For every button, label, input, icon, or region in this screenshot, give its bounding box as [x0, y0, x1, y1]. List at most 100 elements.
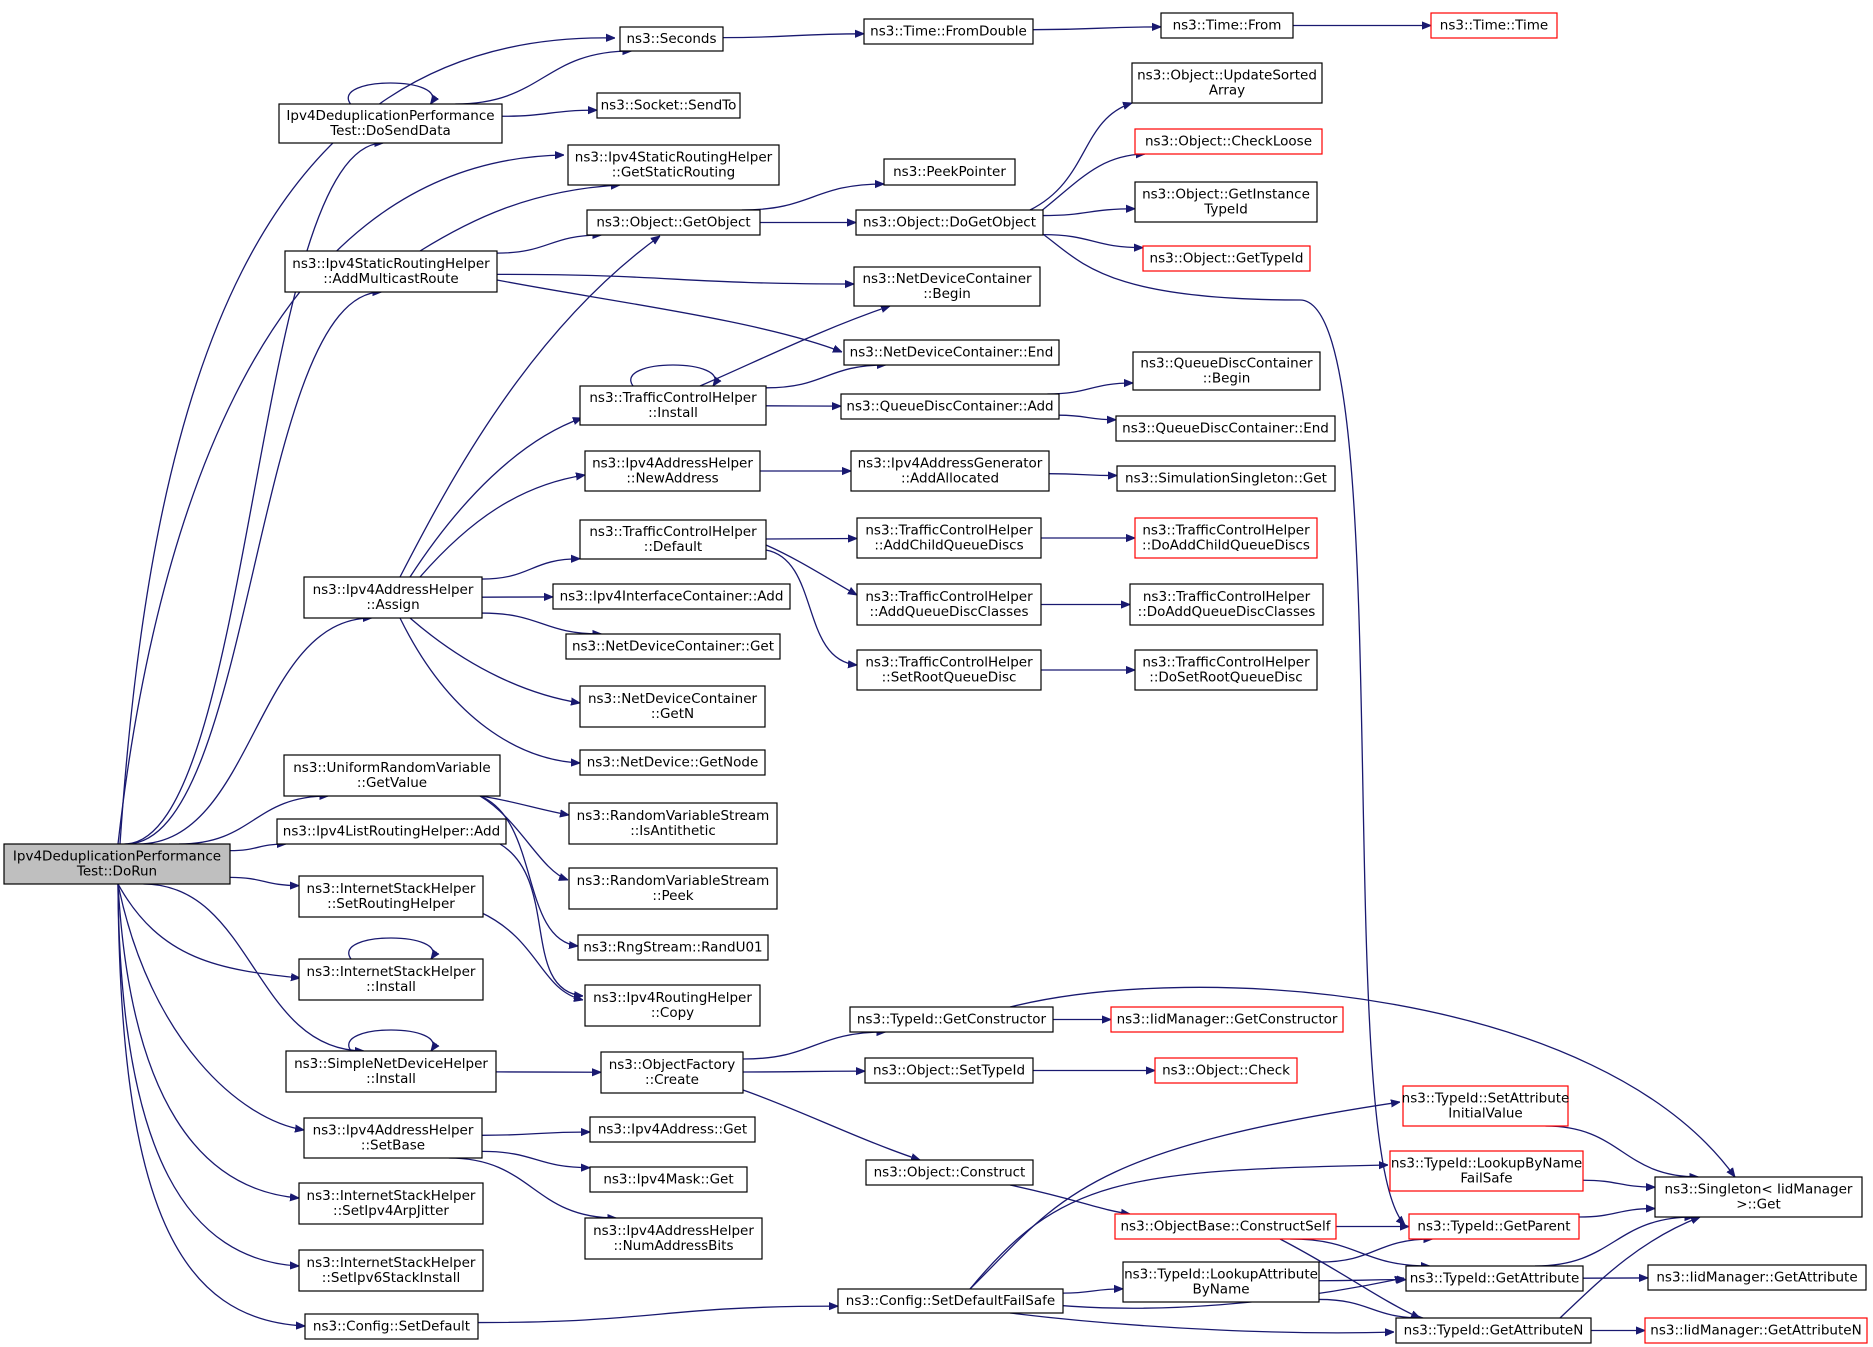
- node-addchildqd[interactable]: ns3::TrafficControlHelper::AddChildQueue…: [856, 517, 1042, 559]
- node-getstaticrouting[interactable]: ns3::Ipv4StaticRoutingHelper::GetStaticR…: [567, 144, 780, 186]
- node-randu01[interactable]: ns3::RngStream::RandU01: [577, 934, 769, 961]
- node-ndcgetn[interactable]: ns3::NetDeviceContainer::GetN: [579, 685, 766, 728]
- node-setbase[interactable]: ns3::Ipv4AddressHelper::SetBase: [303, 1117, 483, 1159]
- edge-dorun-to-urvgetvalue: [179, 796, 328, 845]
- node-qdcend[interactable]: ns3::QueueDiscContainer::End: [1115, 415, 1336, 442]
- node-setipv6[interactable]: ns3::InternetStackHelper::SetIpv6StackIn…: [298, 1249, 484, 1292]
- node-label: FailSafe: [1460, 1171, 1512, 1187]
- node-label: Array: [1209, 83, 1245, 99]
- node-routingcopy[interactable]: ns3::Ipv4RoutingHelper::Copy: [584, 984, 761, 1027]
- node-ndgetnode[interactable]: ns3::NetDevice::GetNode: [579, 749, 766, 776]
- node-setdefaultfailsafe[interactable]: ns3::Config::SetDefaultFailSafe: [837, 1288, 1064, 1314]
- node-box: [303, 576, 483, 619]
- node-rvspeek[interactable]: ns3::RandomVariableStream::Peek: [568, 867, 778, 910]
- node-setarpjitter[interactable]: ns3::InternetStackHelper::SetIpv4ArpJitt…: [298, 1182, 484, 1225]
- node-getparent[interactable]: ns3::TypeId::GetParent: [1408, 1213, 1580, 1240]
- edge-getconstructor-to-singletonget: [1009, 986, 1735, 1177]
- node-label: ::Install: [648, 405, 698, 421]
- node-label: ::Copy: [651, 1005, 694, 1021]
- edge-constructself-to-getattributen: [1279, 1238, 1420, 1319]
- node-tchdefault[interactable]: ns3::TrafficControlHelper::Default: [579, 519, 767, 560]
- node-ipv4maskget[interactable]: ns3::Ipv4Mask::Get: [589, 1166, 748, 1193]
- node-label: ::GetN: [651, 706, 694, 722]
- edge-lookupattr-to-getparent: [1318, 1239, 1433, 1263]
- node-label: ns3::InternetStackHelper: [307, 1255, 476, 1271]
- node-objconstruct[interactable]: ns3::Object::Construct: [865, 1159, 1034, 1186]
- node-setroutinghelper[interactable]: ns3::InternetStackHelper::SetRoutingHelp…: [298, 875, 484, 918]
- node-numaddrbits[interactable]: ns3::Ipv4AddressHelper::NumAddressBits: [584, 1217, 763, 1260]
- node-label: ns3::NetDevice::GetNode: [587, 755, 759, 771]
- node-getattribute[interactable]: ns3::TypeId::GetAttribute: [1405, 1265, 1584, 1292]
- node-box: [849, 1006, 1054, 1033]
- node-box: [567, 144, 780, 186]
- node-tchinstall[interactable]: ns3::TrafficControlHelper::Install: [579, 385, 767, 426]
- node-objcheck[interactable]: ns3::Object::Check: [1154, 1057, 1298, 1084]
- node-checkloose[interactable]: ns3::Object::CheckLoose: [1134, 128, 1323, 155]
- node-ofcreate[interactable]: ns3::ObjectFactory::Create: [600, 1051, 744, 1094]
- node-assign[interactable]: ns3::Ipv4AddressHelper::Assign: [303, 576, 483, 619]
- node-doaddqdclasses[interactable]: ns3::TrafficControlHelper::DoAddQueueDis…: [1129, 583, 1324, 626]
- node-objgettypeid[interactable]: ns3::Object::GetTypeId: [1142, 245, 1311, 272]
- node-settypeid[interactable]: ns3::Object::SetTypeId: [864, 1057, 1034, 1084]
- node-getobject[interactable]: ns3::Object::GetObject: [586, 209, 761, 236]
- node-urvgetvalue[interactable]: ns3::UniformRandomVariable::GetValue: [283, 754, 501, 797]
- node-qdcadd[interactable]: ns3::QueueDiscContainer::Add: [840, 393, 1060, 420]
- node-constructself[interactable]: ns3::ObjectBase::ConstructSelf: [1114, 1213, 1337, 1240]
- node-box: [298, 875, 484, 918]
- node-iidgetattributen[interactable]: ns3::IidManager::GetAttributeN: [1644, 1317, 1868, 1344]
- node-addmulticast[interactable]: ns3::Ipv4StaticRoutingHelper::AddMultica…: [284, 250, 498, 293]
- node-configsetdefault[interactable]: ns3::Config::SetDefault: [304, 1313, 479, 1340]
- node-label: Ipv4DeduplicationPerformance: [13, 849, 221, 865]
- node-qdcbegin[interactable]: ns3::QueueDiscContainer::Begin: [1132, 351, 1321, 391]
- node-label: Test::DoRun: [76, 864, 157, 880]
- node-peekpointer[interactable]: ns3::PeekPointer: [883, 158, 1016, 186]
- node-dogetobject[interactable]: ns3::Object::DoGetObject: [855, 209, 1044, 236]
- node-setrootqd[interactable]: ns3::TrafficControlHelper::SetRootQueueD…: [856, 649, 1042, 691]
- node-getconstructor[interactable]: ns3::TypeId::GetConstructor: [849, 1006, 1054, 1033]
- node-getattributen[interactable]: ns3::TypeId::GetAttributeN: [1395, 1317, 1592, 1344]
- node-dosetrootqd[interactable]: ns3::TrafficControlHelper::DoSetRootQueu…: [1134, 649, 1318, 691]
- node-ipv4icadd[interactable]: ns3::Ipv4InterfaceContainer::Add: [552, 583, 791, 610]
- node-fromdouble[interactable]: ns3::Time::FromDouble: [863, 18, 1034, 45]
- edge-snhinstall-to-snhinstall: [348, 1029, 434, 1051]
- node-sendto[interactable]: ns3::Socket::SendTo: [596, 92, 741, 119]
- node-box: [840, 393, 1060, 420]
- node-timefrom[interactable]: ns3::Time::From: [1160, 12, 1294, 39]
- node-simsingleton[interactable]: ns3::SimulationSingleton::Get: [1116, 465, 1336, 492]
- node-ndcget[interactable]: ns3::NetDeviceContainer::Get: [565, 633, 781, 660]
- node-box: [1430, 12, 1558, 39]
- node-isantithetic[interactable]: ns3::RandomVariableStream::IsAntithetic: [568, 802, 778, 845]
- node-doaddchildqd[interactable]: ns3::TrafficControlHelper::DoAddChildQue…: [1134, 517, 1318, 559]
- node-iidgetattribute[interactable]: ns3::IidManager::GetAttribute: [1647, 1264, 1867, 1291]
- node-ishinstall[interactable]: ns3::InternetStackHelper::Install: [298, 958, 484, 1001]
- node-iidgetconstructor[interactable]: ns3::IidManager::GetConstructor: [1110, 1006, 1344, 1033]
- edge-assign-to-ndcgetn: [409, 617, 580, 703]
- node-ndcend[interactable]: ns3::NetDeviceContainer::End: [843, 339, 1060, 366]
- node-listroutingadd[interactable]: ns3::Ipv4ListRoutingHelper::Add: [276, 818, 507, 845]
- node-box: [864, 1057, 1034, 1084]
- node-singletonget[interactable]: ns3::Singleton< IidManager >::Get: [1654, 1176, 1863, 1218]
- node-box: [579, 685, 766, 728]
- node-box: [856, 649, 1042, 691]
- node-dosend[interactable]: Ipv4DeduplicationPerformanceTest::DoSend…: [278, 103, 503, 144]
- node-addallocated[interactable]: ns3::Ipv4AddressGenerator::AddAllocated: [850, 450, 1050, 492]
- node-label: ::SetIpv4ArpJitter: [333, 1203, 449, 1219]
- node-snhinstall[interactable]: ns3::SimpleNetDeviceHelper::Install: [285, 1050, 497, 1093]
- edge-dorun-to-snhinstall: [143, 883, 364, 1051]
- node-newaddress[interactable]: ns3::Ipv4AddressHelper::NewAddress: [584, 450, 761, 492]
- node-label: ::AddAllocated: [901, 471, 999, 487]
- node-label: ::IsAntithetic: [630, 823, 716, 839]
- node-ipv4addrget[interactable]: ns3::Ipv4Address::Get: [589, 1116, 756, 1143]
- node-label: ns3::RandomVariableStream: [577, 873, 770, 889]
- node-timetime[interactable]: ns3::Time::Time: [1430, 12, 1558, 39]
- node-label: Ipv4DeduplicationPerformance: [286, 108, 494, 124]
- node-seconds[interactable]: ns3::Seconds: [619, 26, 724, 52]
- node-addqdclasses[interactable]: ns3::TrafficControlHelper::AddQueueDiscC…: [856, 583, 1042, 626]
- node-ndcbegin[interactable]: ns3::NetDeviceContainer::Begin: [853, 266, 1041, 307]
